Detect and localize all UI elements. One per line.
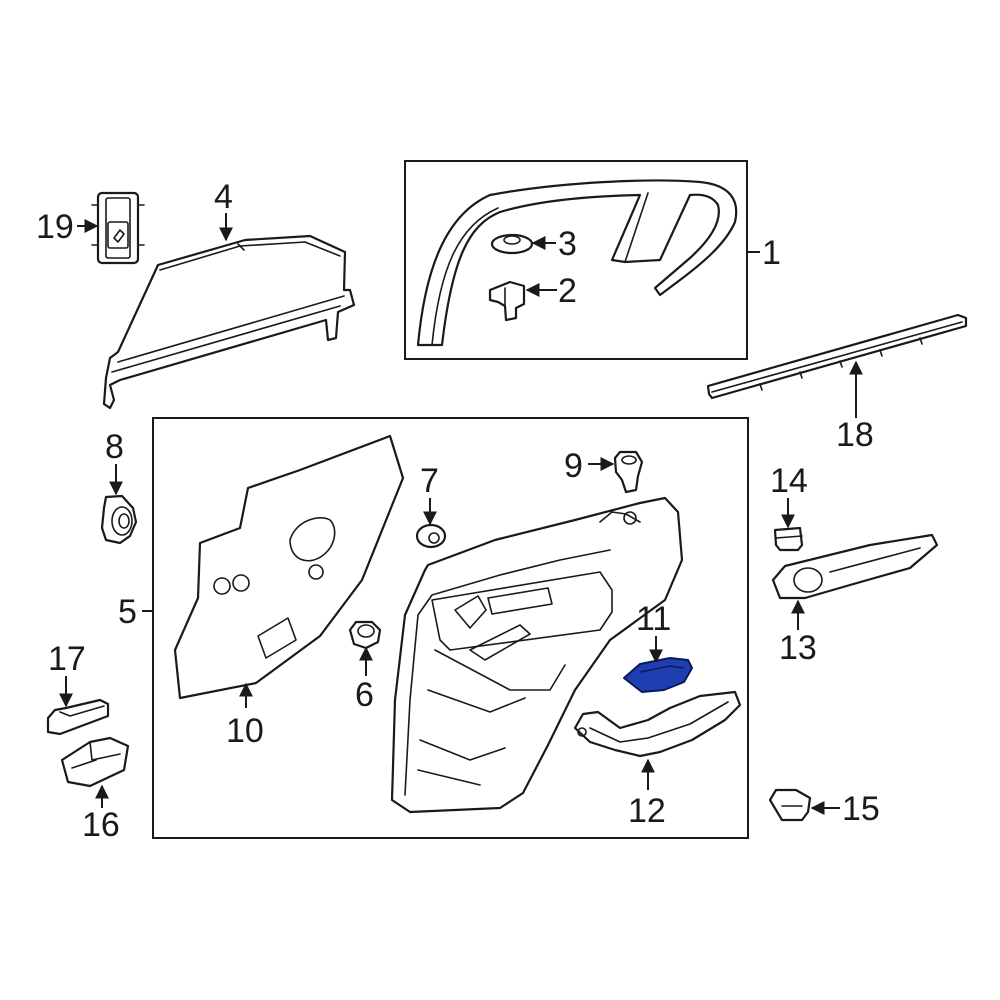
callout-9: 9 (564, 447, 583, 485)
callout-19: 19 (36, 208, 74, 246)
part-9-mounting-bracket[interactable] (613, 450, 644, 494)
part-8-speaker-ring[interactable] (100, 494, 138, 545)
callout-7: 7 (420, 462, 439, 500)
group-box-window-frame (404, 160, 748, 360)
part-11-inside-handle-highlighted[interactable] (623, 657, 693, 693)
callout-4: 4 (214, 178, 233, 216)
part-13-trim-strip[interactable] (771, 533, 939, 600)
part-18-belt-weatherstrip[interactable] (706, 313, 968, 400)
part-15-clip[interactable] (768, 788, 812, 822)
callout-17: 17 (48, 640, 86, 678)
callout-labels: 1 2 3 4 5 6 7 8 9 10 11 12 13 14 15 16 1… (36, 178, 880, 844)
part-10-water-shield[interactable] (173, 434, 405, 700)
callout-14: 14 (770, 462, 808, 500)
part-1-window-frame-trim[interactable] (416, 179, 738, 347)
callout-6: 6 (355, 676, 374, 714)
part-17-bracket[interactable] (46, 698, 110, 736)
part-16-bracket[interactable] (60, 736, 130, 788)
callout-1: 1 (762, 234, 781, 272)
callout-3: 3 (558, 225, 577, 263)
callout-16: 16 (82, 806, 120, 844)
callout-11: 11 (636, 600, 671, 638)
leader-lines (59, 213, 863, 815)
part-19-window-switch[interactable] (91, 191, 145, 265)
callout-12: 12 (628, 792, 666, 830)
part-5-door-trim-panel[interactable] (390, 496, 684, 814)
part-6-push-pin-fastener[interactable] (348, 620, 382, 650)
group-box-door-trim-panel (152, 417, 749, 839)
callout-5: 5 (118, 593, 137, 631)
callout-8: 8 (105, 428, 124, 466)
callout-2: 2 (558, 272, 577, 310)
part-4-window-sunshade[interactable] (102, 234, 356, 410)
part-7-retainer-clip[interactable] (415, 523, 447, 549)
callout-13: 13 (779, 629, 817, 667)
callout-15: 15 (842, 790, 880, 828)
part-14-clip[interactable] (773, 526, 804, 552)
part-3-grommet[interactable] (490, 233, 534, 255)
callout-10: 10 (226, 712, 264, 750)
part-12-armrest[interactable] (573, 690, 742, 758)
part-2-clip[interactable] (488, 280, 526, 322)
callout-18: 18 (836, 416, 874, 454)
